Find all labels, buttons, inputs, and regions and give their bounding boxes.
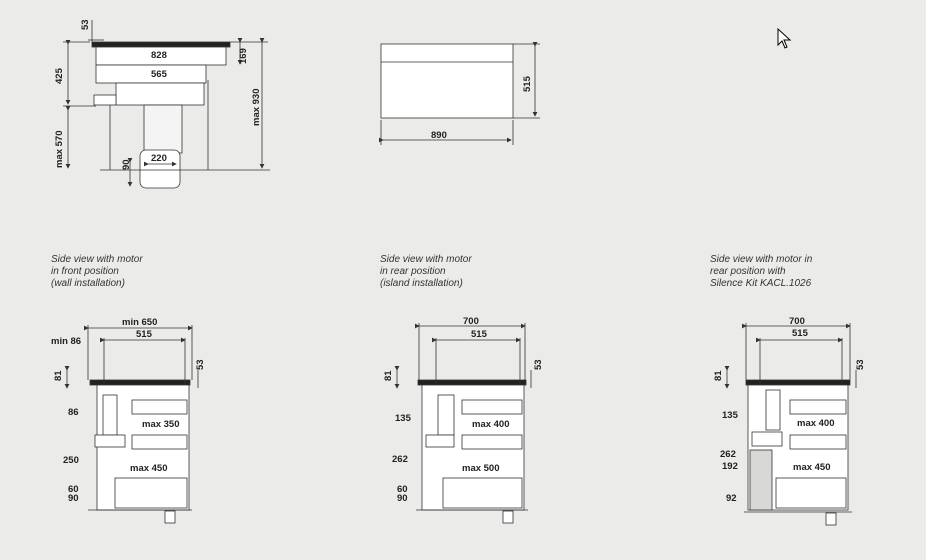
dim-v1-81: 81 (53, 370, 64, 381)
dim-v1-top: min 650 (122, 317, 157, 328)
dim-v1-inner: 515 (136, 329, 153, 340)
dim-max930: max 930 (251, 88, 262, 126)
dim-220: 220 (151, 153, 167, 164)
caption-line: in front position (51, 266, 119, 277)
caption-line: Side view with motor (51, 254, 143, 265)
dim-v1-53: 53 (195, 359, 206, 370)
hob-side-view (63, 20, 270, 189)
dim-v1-60: 60 (68, 484, 79, 495)
caption-line: Side view with motor (380, 254, 472, 265)
caption-line: Silence Kit KACL.1026 (710, 278, 812, 289)
caption-line: (island installation) (380, 278, 463, 289)
dim-v2-60: 60 (397, 484, 408, 495)
dim-v3-drawer1: max 400 (797, 418, 835, 429)
dim-v3-92: 92 (726, 493, 737, 504)
caption-view-1: Side view with motor in front position (… (51, 254, 143, 290)
dim-v3-81: 81 (713, 370, 724, 381)
dim-v3-inner: 515 (792, 328, 809, 339)
dim-v2-top: 700 (463, 316, 479, 327)
dim-v2-inner: 515 (471, 329, 488, 340)
caption-line: rear position with (710, 266, 786, 277)
dim-max570: max 570 (54, 130, 65, 168)
dim-90: 90 (121, 159, 132, 170)
dim-v2-drawer1: max 400 (472, 419, 510, 430)
dim-v1-drawer1: max 350 (142, 419, 180, 430)
dim-v1-drawer2: max 450 (130, 463, 168, 474)
cabinet-view-3 (724, 323, 857, 526)
dim-v1-86: 86 (68, 407, 79, 418)
dim-890: 890 (431, 130, 447, 141)
dim-v3-drawer2: max 450 (793, 462, 831, 473)
dim-169: 169 (238, 48, 249, 64)
dim-v2-53: 53 (533, 359, 544, 370)
dim-v3-192: 192 (722, 461, 738, 472)
caption-line: in rear position (380, 266, 446, 277)
cabinet-view-1 (64, 325, 199, 524)
caption-view-3: Side view with motor in rear position wi… (710, 254, 812, 290)
dim-v2-90: 90 (397, 493, 408, 504)
dim-v2-135: 135 (395, 413, 412, 424)
dim-v3-53: 53 (855, 359, 866, 370)
caption-line: Side view with motor in (710, 254, 813, 265)
dim-v1-250: 250 (63, 455, 79, 466)
dim-v3-top: 700 (789, 316, 805, 327)
dim-828: 828 (151, 50, 167, 61)
cabinet-view-2 (394, 323, 532, 524)
hob-front-view (379, 42, 540, 145)
mouse-pointer-icon (777, 28, 792, 49)
dim-v2-drawer2: max 500 (462, 463, 500, 474)
dim-425: 425 (54, 67, 65, 84)
dim-v3-135: 135 (722, 410, 739, 421)
dim-v2-81: 81 (383, 370, 394, 381)
dim-v1-90: 90 (68, 493, 79, 504)
dim-53: 53 (80, 19, 91, 30)
caption-view-2: Side view with motor in rear position (i… (380, 254, 472, 290)
dim-v1-min86: min 86 (51, 336, 81, 347)
dim-515-front: 515 (522, 75, 533, 92)
dim-565: 565 (151, 69, 168, 80)
caption-line: (wall installation) (51, 278, 125, 289)
dim-v2-262: 262 (392, 454, 408, 465)
dim-v3-262: 262 (720, 449, 736, 460)
